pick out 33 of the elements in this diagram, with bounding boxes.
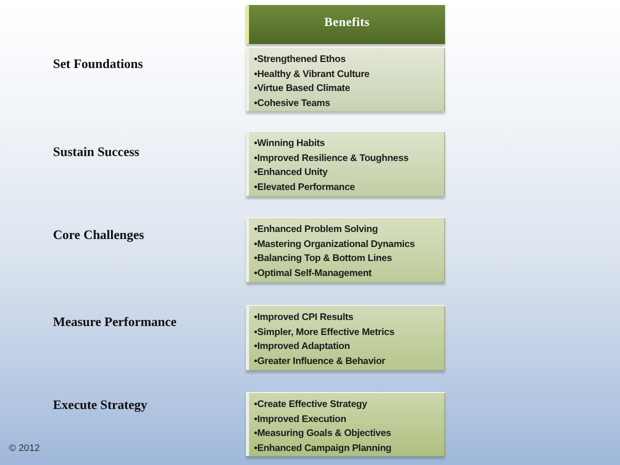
bullet-item: •Healthy & Vibrant Culture <box>254 68 370 82</box>
bullet-item: •Mastering Organizational Dynamics <box>254 238 415 252</box>
copyright-note: © 2012 <box>9 443 40 455</box>
row-label: Core Challenges <box>53 227 144 243</box>
bullet-item: •Improved Resilience & Toughness <box>254 152 409 166</box>
bullet-item: •Enhanced Problem Solving <box>254 223 378 237</box>
bullet-item: •Elevated Performance <box>254 180 355 195</box>
bullet-item: •Optimal Self-Management <box>254 266 372 281</box>
bullet-item: •Improved CPI Results <box>254 311 354 325</box>
row-label: Execute Strategy <box>53 397 148 413</box>
bullet-item: •Strengthened Ethos <box>254 53 346 67</box>
row-label: Set Foundations <box>53 56 143 72</box>
bullet-item: •Simpler, More Effective Metrics <box>254 326 394 340</box>
bullet-item: •Improved Adaptation <box>254 340 350 354</box>
header-title: Benefits <box>324 15 370 29</box>
bullet-item: •Balancing Top & Bottom Lines <box>254 252 392 266</box>
bullet-item: •Improved Execution <box>254 412 346 427</box>
row-label: Sustain Success <box>53 144 140 160</box>
bullet-item: •Create Effective Strategy <box>254 398 368 412</box>
bullet-item: •Virtue Based Climate <box>254 82 350 96</box>
benefit-card <box>246 392 445 456</box>
benefit-card <box>246 47 445 111</box>
bullet-item: •Enhanced Campaign Planning <box>254 442 392 456</box>
bullet-item: •Enhanced Unity <box>254 166 328 180</box>
benefit-card <box>246 131 445 196</box>
header-banner <box>246 5 445 44</box>
benefit-card <box>246 217 445 282</box>
benefit-card <box>246 305 445 370</box>
bullet-item: •Winning Habits <box>254 137 325 151</box>
bullet-item: •Cohesive Teams <box>254 96 330 111</box>
row-label: Measure Performance <box>53 314 177 330</box>
bullet-item: •Greater Influence & Behavior <box>254 354 386 369</box>
bullet-item: •Measuring Goals & Objectives <box>254 427 392 442</box>
